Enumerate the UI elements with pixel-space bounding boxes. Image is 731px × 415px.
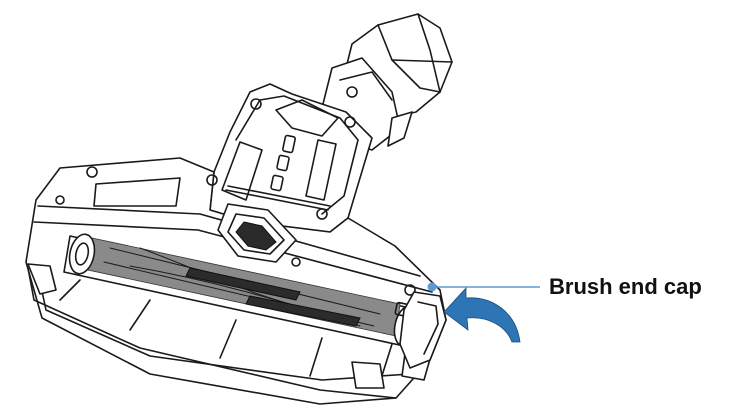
neck-tube: [321, 13, 453, 151]
callout-anchor-dot: [427, 282, 437, 292]
rotation-arrow-icon: [443, 286, 521, 343]
brush-end-cap-label: Brush end cap: [549, 274, 702, 299]
brush-end-cap: [399, 291, 447, 369]
brush-roll: [63, 233, 419, 347]
suction-duct: [217, 203, 297, 263]
